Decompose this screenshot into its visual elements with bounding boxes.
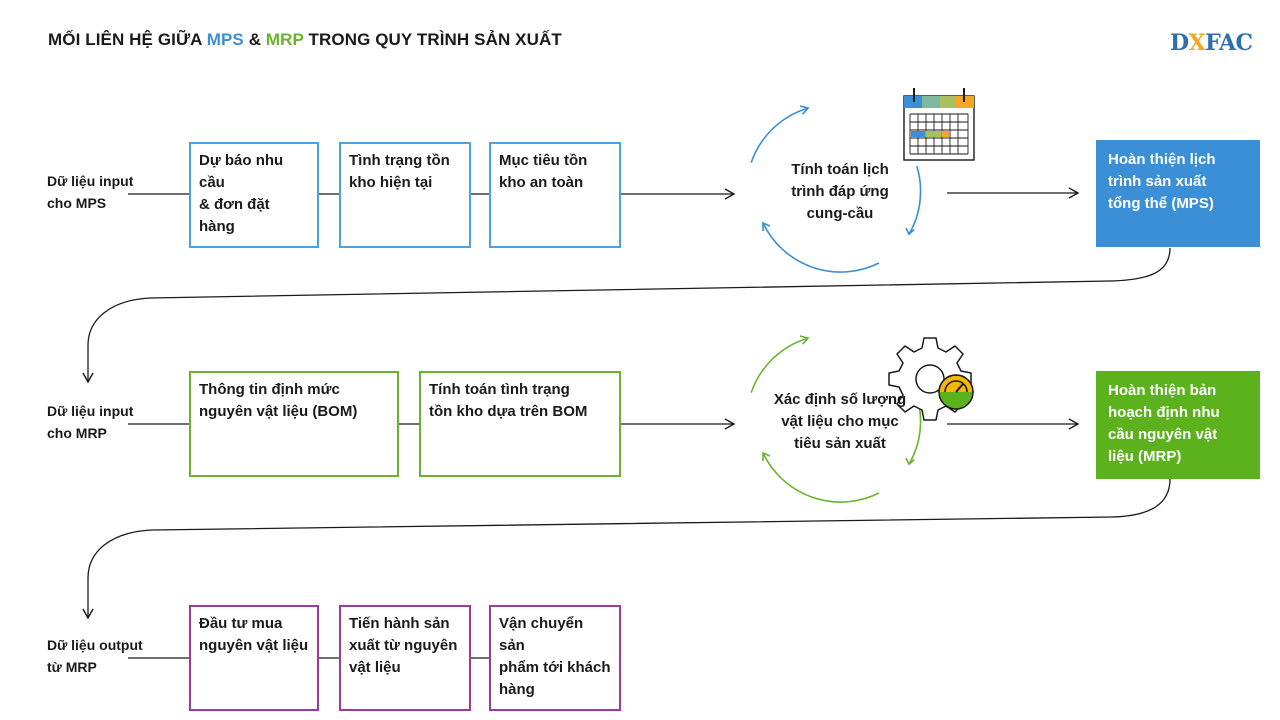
flow-mps-to-mrp <box>82 247 1171 384</box>
flow-mrp-to-output <box>82 478 1171 620</box>
cycle-arrows-mps <box>750 105 922 273</box>
gear-gauge-icon <box>888 337 974 421</box>
title-mrp-highlight: MRP <box>265 30 304 49</box>
dxfac-logo: DXFAC <box>1170 30 1253 56</box>
box-demand-forecast: Dự báo nhu cầu& đơn đặt hàng <box>189 142 319 248</box>
calendar-icon <box>903 88 975 161</box>
page-title: MỐI LIÊN HỆ GIỮA MPS & MRP TRONG QUY TRÌ… <box>48 30 562 49</box>
title-mps-highlight: MPS <box>206 30 244 49</box>
